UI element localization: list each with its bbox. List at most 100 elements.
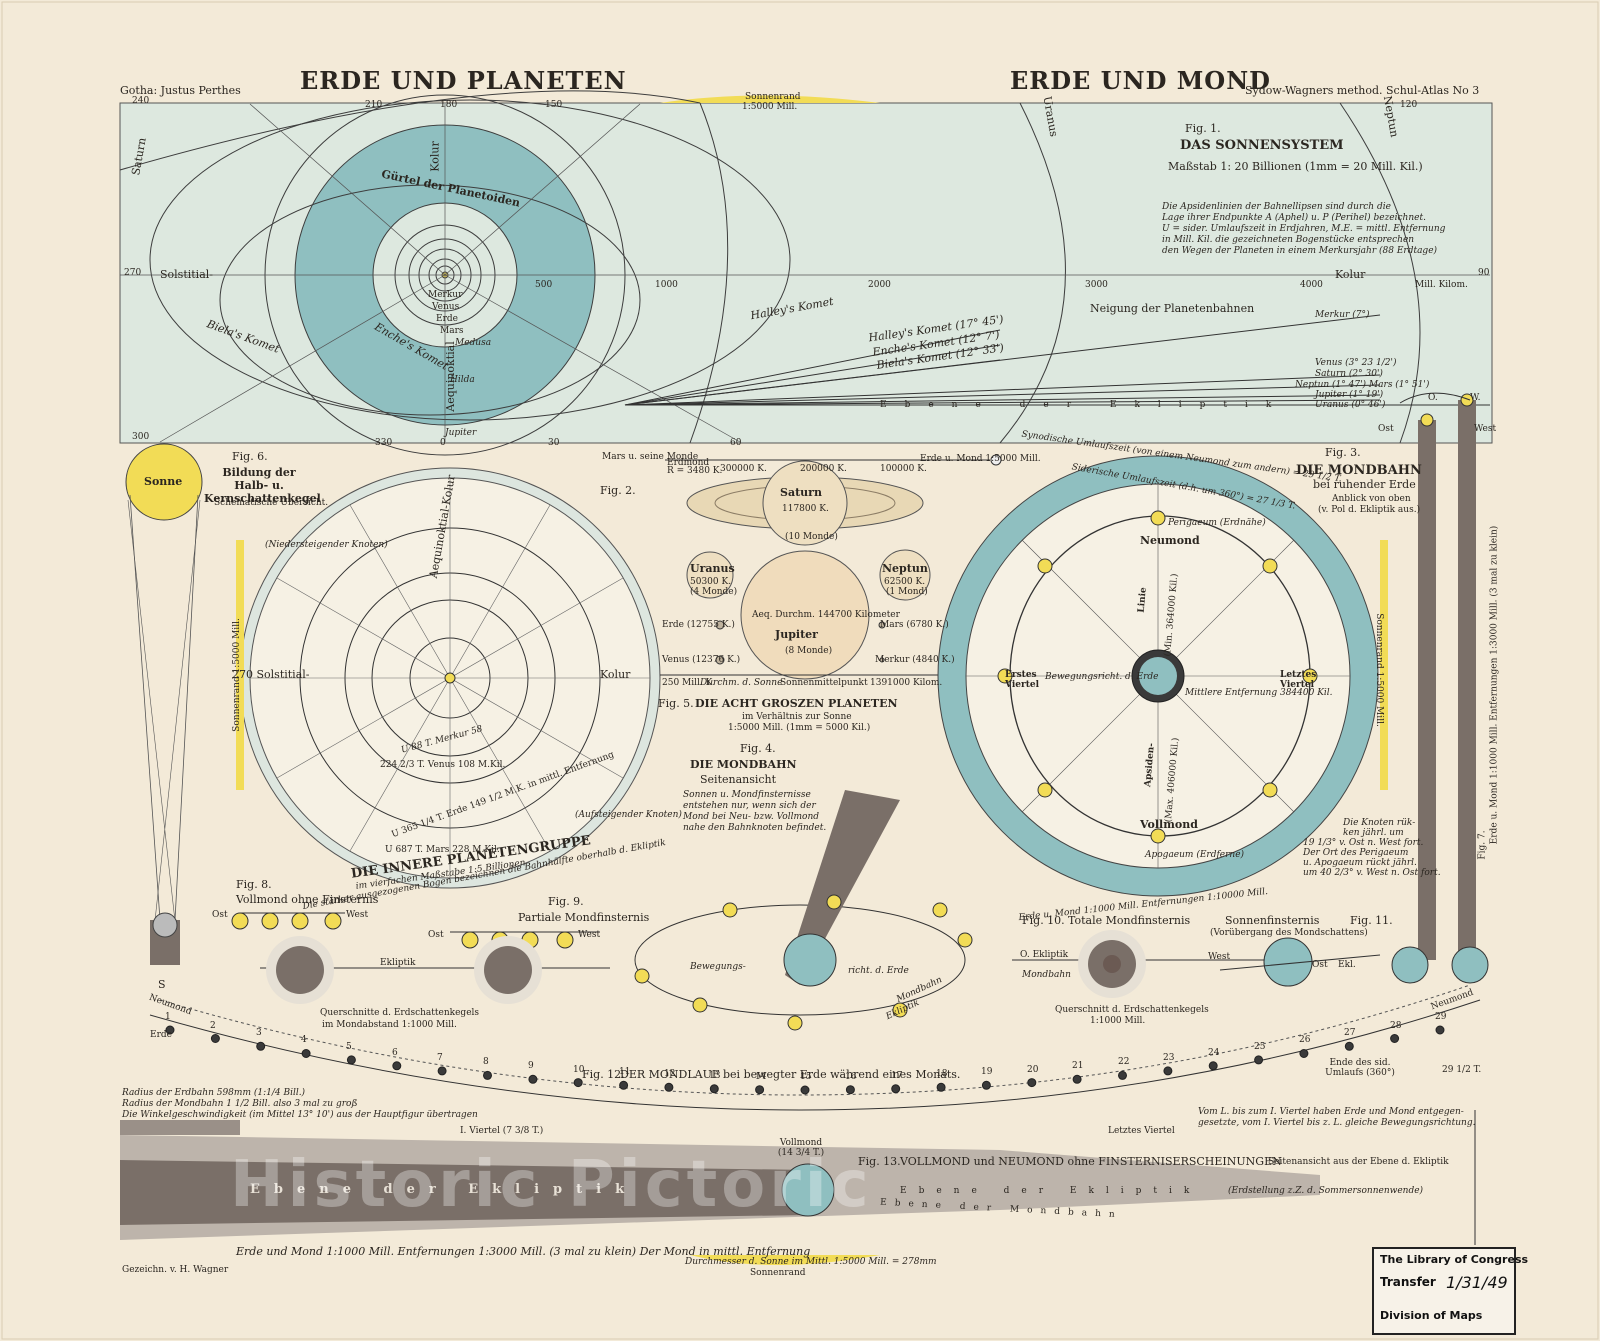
fig12-moon-mark	[1390, 1034, 1400, 1043]
fig12-day-label: 13	[709, 1071, 721, 1081]
fig13-title: VOLLMOND und NEUMOND ohne FINSTERNISERSC…	[900, 1155, 1282, 1168]
fig12-moon-mark	[1072, 1074, 1082, 1084]
fig12-day-label: 16	[845, 1072, 857, 1082]
fig1-radials	[120, 103, 1490, 443]
fig10-section2: 1:1000 Mill.	[1090, 1016, 1146, 1026]
fig4-note-2: Mond bei Neu- bzw. Vollmond	[683, 812, 819, 822]
fig7-moon-1	[1420, 413, 1434, 427]
library-stamp: The Library of Congress Transfer 1/31/49…	[1372, 1247, 1528, 1335]
fig12-day-label: 26	[1299, 1035, 1311, 1045]
neptun-globe	[879, 549, 931, 601]
fig3-moons	[997, 510, 1318, 844]
fig12-day-label: 4	[301, 1035, 307, 1045]
fig1-note-2: U = sider. Umlaufszeit in Erdjahren, M.E…	[1162, 224, 1446, 234]
fig12-note-right-0: Vom L. bis zum I. Viertel haben Erde und…	[1198, 1107, 1464, 1117]
fig12-moon-mark	[483, 1070, 492, 1080]
fig2-solstitial: 270 Solstitial-	[232, 668, 310, 681]
fig12-day-label: 24	[1208, 1048, 1220, 1058]
fig10-ekliptik: O. Ekliptik	[1020, 950, 1069, 960]
fig13-sun-edge: Sonnenrand	[750, 1268, 806, 1278]
merkur-small	[879, 657, 885, 663]
fig12-s: S	[158, 978, 166, 991]
fig2-kolur: Kolur	[600, 668, 631, 681]
fig1-tick-30: 30	[548, 438, 560, 448]
fig4-subtitle: Seitenansicht	[700, 773, 777, 786]
fig1-title: DAS SONNENSYSTEM	[1180, 138, 1344, 153]
fig3-title: DIE MONDBAHN	[1296, 463, 1422, 478]
fig3-full-moon: Vollmond	[1140, 818, 1198, 831]
fig7-o: O.	[1428, 393, 1438, 403]
fig3-mean-dist: Mittlere Entfernung 384400 Kil.	[1185, 688, 1333, 698]
fig3-node-4: u. Apogaeum rückt jährl.	[1303, 858, 1417, 868]
fig12-moon-path	[159, 984, 1471, 1096]
fig8-label: Fig. 8.	[236, 878, 272, 891]
fig3-note2: (v. Pol d. Ekliptik aus.)	[1318, 505, 1421, 515]
fig1-note-1: Lage ihrer Endpunkte A (Aphel) u. P (Per…	[1162, 213, 1426, 223]
fig1-tick-4000: 4000	[1300, 280, 1323, 290]
fig1-inner-mars: Mars	[440, 326, 464, 336]
neptun-size: 62500 K.	[884, 577, 926, 587]
fig12-note-left-2: Die Winkelgeschwindigkeit (im Mittel 13°…	[122, 1110, 478, 1120]
fig3-label: Fig. 3.	[1325, 446, 1361, 459]
fig1-note-4: den Wegen der Planeten in einem Merkursj…	[1162, 246, 1438, 256]
fig3-new-moon: Neumond	[1140, 534, 1200, 547]
sun-edge-top	[660, 95, 880, 103]
fig12-day-label: 15	[800, 1072, 812, 1082]
fig12-moon-mark	[1435, 1025, 1445, 1035]
neptun-moons: (1 Mond)	[886, 587, 928, 597]
fig8-ost: Ost	[212, 910, 228, 920]
fig5-title: DIE ACHT GROSZEN PLANETEN	[695, 697, 898, 710]
fig12-day-label: 25	[1254, 1042, 1266, 1052]
fig7-west: West	[1474, 424, 1497, 434]
fig4-note-3: nahe den Bahnknoten befindet.	[683, 823, 827, 833]
fig9-ost: Ost	[428, 930, 444, 940]
fig12-end: Ende des sid. Umlaufs (360°)	[1325, 1058, 1395, 1078]
fig12-end-days: 29 1/2 T.	[1442, 1065, 1482, 1075]
fig1-inner-hilda: Hilda	[450, 375, 475, 385]
fig12-moon-mark	[1254, 1055, 1264, 1065]
fig1-inner-jupiter: Jupiter	[445, 428, 477, 438]
fig13-umbra	[120, 1160, 810, 1225]
fig1-tick-210: 210	[365, 100, 383, 110]
fig6-title: Bildung der Halb- u. Kernschattenkegel	[204, 466, 321, 505]
fig1-inner-medusa: Medusa	[455, 338, 492, 348]
fig12-note-right-1: gesetzte, vom I. Viertel bis z. L. gleic…	[1198, 1118, 1476, 1128]
fig12-day-label: 21	[1072, 1061, 1084, 1071]
fig5-sun-size: 1391000 Kilom.	[870, 678, 943, 688]
fig5-scale-300: 300000 K.	[720, 464, 767, 474]
fig2-asc-node: (Aufsteigender Knoten)	[575, 810, 682, 820]
fig7-bar-2	[1458, 400, 1476, 960]
fig3-subtitle: bei ruhender Erde	[1313, 478, 1416, 491]
fig1-tick-60: 60	[730, 438, 742, 448]
fig3-earth-globe	[1139, 657, 1177, 695]
fig12-erde: Erde	[150, 1030, 172, 1040]
title-right: ERDE UND MOND	[1010, 66, 1271, 95]
publisher: Gotha: Justus Perthes	[120, 84, 241, 97]
fig4-orbit	[634, 904, 966, 1016]
fig12-day-label: 29	[1435, 1012, 1447, 1022]
fig12-moon-mark	[210, 1034, 220, 1043]
fig12-moon-mark	[981, 1080, 991, 1090]
uranus-size: 50300 K.	[690, 577, 732, 587]
fig11-earth	[1263, 937, 1313, 987]
fig1-inner-merkur: Merkur	[428, 290, 463, 300]
fig1-inner-erde: Erde	[436, 314, 458, 324]
fig12-day-label: 23	[1163, 1053, 1175, 1063]
sun-edge-top-scale: 1:5000 Mill.	[742, 102, 798, 112]
fig5-scale-100: 100000 K.	[880, 464, 927, 474]
fig13-ecliptic-right: Ebene der Ekliptik	[900, 1186, 1202, 1196]
fig8-9-section2: im Mondabstand 1:1000 Mill.	[322, 1020, 457, 1030]
fig11-title: Sonnenfinsternis	[1225, 914, 1320, 927]
fig12-moon-mark	[528, 1074, 538, 1084]
fig12-moon-mark	[800, 1085, 810, 1095]
fig12-day-label: 17	[891, 1071, 903, 1081]
sun-edge-bottom	[690, 1255, 880, 1265]
fig9-umbra	[484, 946, 532, 994]
fig1-tick-500: 500	[535, 280, 553, 290]
fig5-sun-far: 250 Mill. K.	[662, 678, 716, 688]
fig7-moon-2	[1460, 393, 1474, 407]
fig12-moon-mark	[619, 1080, 629, 1090]
fig12-day-label: 18	[936, 1069, 948, 1079]
